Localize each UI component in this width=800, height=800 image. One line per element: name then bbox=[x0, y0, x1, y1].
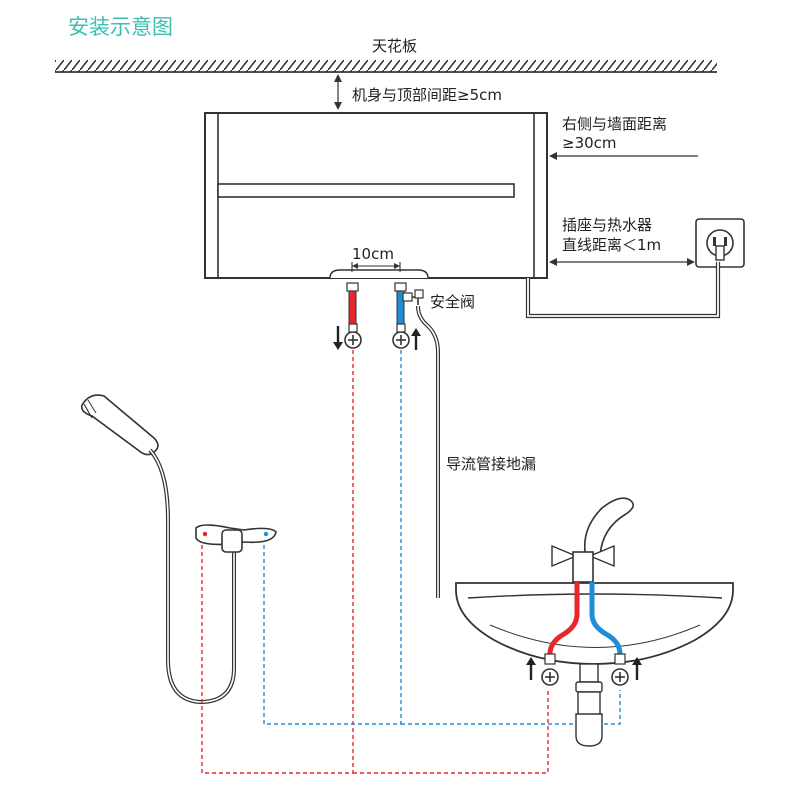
basin-hot-valve bbox=[541, 653, 559, 686]
basin-cold-pipe bbox=[589, 582, 623, 655]
diagram-title: 安装示意图 bbox=[68, 15, 173, 39]
pipe-spacing-dimension bbox=[351, 262, 401, 272]
outlet-distance-label-2: 直线距离＜1m bbox=[562, 236, 661, 254]
safety-valve-icon bbox=[402, 289, 424, 305]
drain-hose bbox=[416, 305, 440, 598]
drain-trap-icon bbox=[575, 663, 603, 747]
water-heater bbox=[204, 112, 548, 279]
side-clearance-label-2: ≥30cm bbox=[562, 134, 617, 152]
top-clearance-dimension bbox=[334, 74, 342, 110]
heater-cold-inlet bbox=[392, 282, 410, 349]
arrow-up-icon bbox=[411, 328, 421, 350]
side-clearance-label-1: 右侧与墙面距离 bbox=[562, 115, 667, 133]
cold-water-route bbox=[263, 350, 621, 725]
side-clearance-dimension bbox=[549, 152, 698, 160]
top-clearance-label: 机身与顶部间距≥5cm bbox=[352, 86, 502, 104]
safety-valve-label: 安全阀 bbox=[430, 293, 475, 311]
outlet-distance-dimension bbox=[549, 258, 695, 266]
outlet-distance-label-1: 插座与热水器 bbox=[562, 216, 652, 234]
ceiling bbox=[55, 60, 717, 73]
basin-faucet-icon bbox=[551, 497, 634, 583]
shower-hose bbox=[148, 448, 236, 705]
pipe-spacing-label: 10cm bbox=[352, 245, 394, 263]
outlet-icon bbox=[695, 218, 745, 268]
arrow-up-icon bbox=[632, 657, 642, 680]
shower-head-icon bbox=[80, 394, 159, 456]
shower-mixer bbox=[195, 524, 277, 553]
arrow-up-icon bbox=[526, 657, 536, 680]
drain-pipe-label: 导流管接地漏 bbox=[446, 455, 536, 473]
arrow-down-icon bbox=[333, 326, 343, 350]
power-cord bbox=[525, 262, 721, 319]
hot-water-route bbox=[201, 350, 549, 774]
heater-hot-outlet bbox=[344, 282, 362, 349]
basin-cold-valve bbox=[611, 653, 629, 686]
basin-hot-pipe bbox=[547, 582, 580, 655]
ceiling-label: 天花板 bbox=[372, 37, 417, 55]
